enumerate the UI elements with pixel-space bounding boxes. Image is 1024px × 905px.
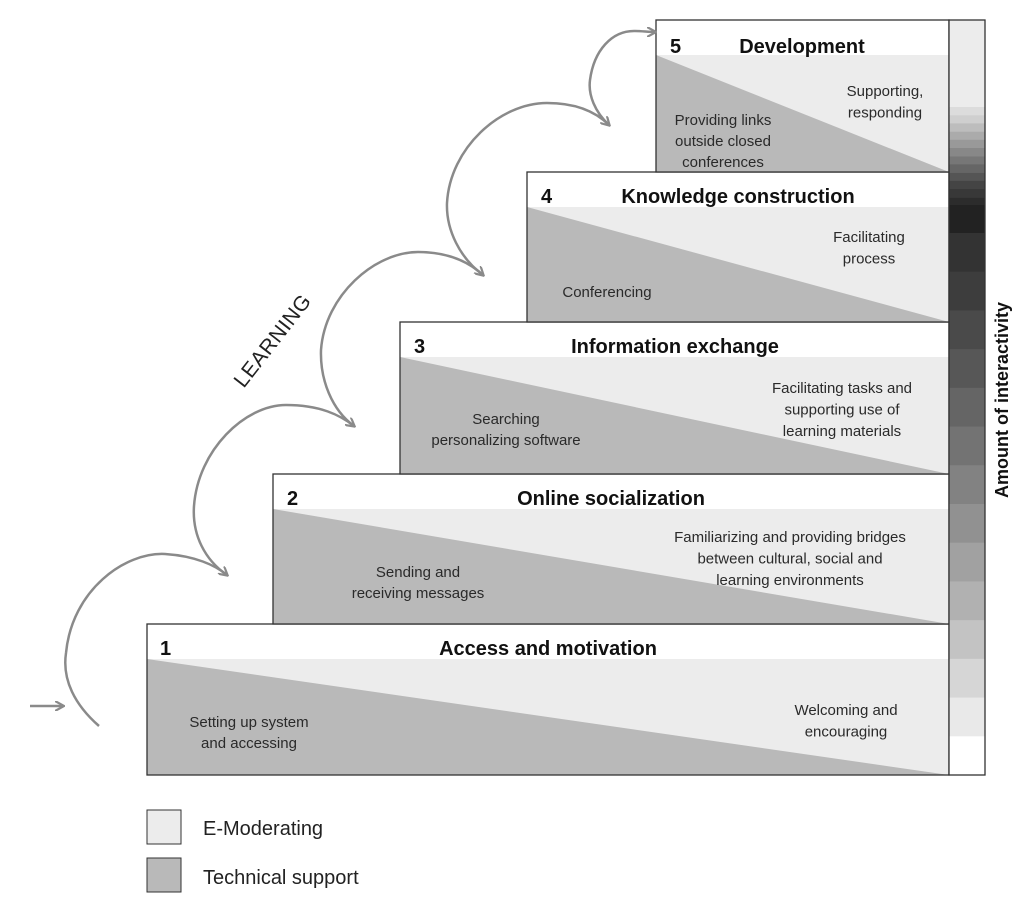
- stage-title: Development: [739, 36, 865, 58]
- technical-support-text: receiving messages: [352, 585, 485, 602]
- bar-segment: [949, 233, 985, 273]
- technical-support-area: [273, 509, 949, 624]
- bar-segment: [949, 542, 985, 582]
- stage-title: Knowledge construction: [621, 186, 854, 208]
- bar-segment: [949, 123, 985, 132]
- bar-segment: [949, 426, 985, 466]
- learning-arc-1: [64, 552, 227, 727]
- learning-arc-2: [192, 403, 354, 577]
- technical-support-text: Sending and: [376, 564, 460, 581]
- technical-support-text: personalizing software: [431, 432, 580, 449]
- axis-label: Amount of interactivity: [992, 302, 1012, 498]
- technical-support-area: [527, 207, 949, 322]
- learning-label: LEARNING: [230, 290, 317, 392]
- bar-segment: [949, 189, 985, 198]
- bar-border: [948, 19, 986, 776]
- e-moderating-text: Supporting,: [847, 83, 924, 100]
- bar-segment: [949, 205, 985, 233]
- bar-segment: [949, 180, 985, 190]
- technical-support-text: Conferencing: [562, 284, 651, 301]
- stage-number: 2: [287, 488, 298, 510]
- technical-support-area: [656, 55, 949, 172]
- e-moderating-text: learning materials: [783, 423, 901, 440]
- stage-title: Information exchange: [571, 336, 779, 358]
- technical-support-text: outside closed: [675, 133, 771, 150]
- bar-segment: [949, 465, 985, 505]
- technical-support-text: Searching: [472, 411, 540, 428]
- e-moderating-text: Facilitating: [833, 229, 905, 246]
- bar-segment: [949, 131, 985, 140]
- e-moderating-text: encouraging: [805, 724, 888, 741]
- bar-segment: [949, 504, 985, 544]
- technical-support-text: conferences: [682, 154, 764, 171]
- bar-segment: [949, 139, 985, 149]
- e-moderating-text: Familiarizing and providing bridges: [674, 529, 906, 546]
- legend-label-technical-support: Technical support: [203, 867, 359, 889]
- bar-segment: [949, 271, 985, 311]
- learning-arc-3: [319, 250, 483, 428]
- e-moderating-text: Welcoming and: [794, 702, 897, 719]
- bar-segment: [949, 310, 985, 350]
- stage-number: 5: [670, 36, 681, 58]
- bar-segment: [949, 581, 985, 621]
- technical-support-text: Setting up system: [189, 714, 308, 731]
- legend-swatch-e-moderating: [146, 809, 182, 845]
- bar-segment: [949, 20, 985, 107]
- e-moderating-text: responding: [848, 105, 922, 122]
- bar-segment: [949, 349, 985, 389]
- e-moderating-text: supporting use of: [784, 402, 900, 419]
- interactivity-bar: [948, 19, 986, 776]
- learning-arc-5: [588, 31, 655, 126]
- legend: E-Moderating Technical support: [146, 809, 359, 893]
- legend-swatch-technical-support: [146, 857, 182, 893]
- bar-segment: [949, 658, 985, 698]
- bar-segment: [949, 620, 985, 660]
- bar-segment: [949, 107, 985, 116]
- e-moderating-text: process: [843, 251, 896, 268]
- technical-support-text: and accessing: [201, 735, 297, 752]
- bar-segment: [949, 148, 985, 157]
- bar-segment: [949, 156, 985, 165]
- e-moderating-text: Facilitating tasks and: [772, 380, 912, 397]
- e-moderating-text: learning environments: [716, 572, 864, 589]
- bar-segment: [949, 387, 985, 427]
- bar-segment: [949, 164, 985, 173]
- technical-support-area: [400, 357, 949, 474]
- stage-number: 4: [541, 186, 553, 208]
- learning-arrows: [30, 31, 655, 727]
- stage-title: Access and motivation: [439, 638, 657, 660]
- legend-label-e-moderating: E-Moderating: [203, 818, 323, 840]
- technical-support-text: Providing links: [675, 112, 772, 129]
- bar-segment: [949, 197, 985, 206]
- stage-number: 1: [160, 638, 171, 660]
- stage-number: 3: [414, 336, 425, 358]
- stage-title: Online socialization: [517, 488, 705, 510]
- bar-segment: [949, 736, 985, 776]
- bar-segment: [949, 697, 985, 737]
- bar-segment: [949, 172, 985, 181]
- learning-arc-4: [445, 101, 609, 277]
- e-moderating-text: between cultural, social and: [697, 551, 882, 568]
- technical-support-area: [147, 659, 949, 775]
- bar-segment: [949, 115, 985, 124]
